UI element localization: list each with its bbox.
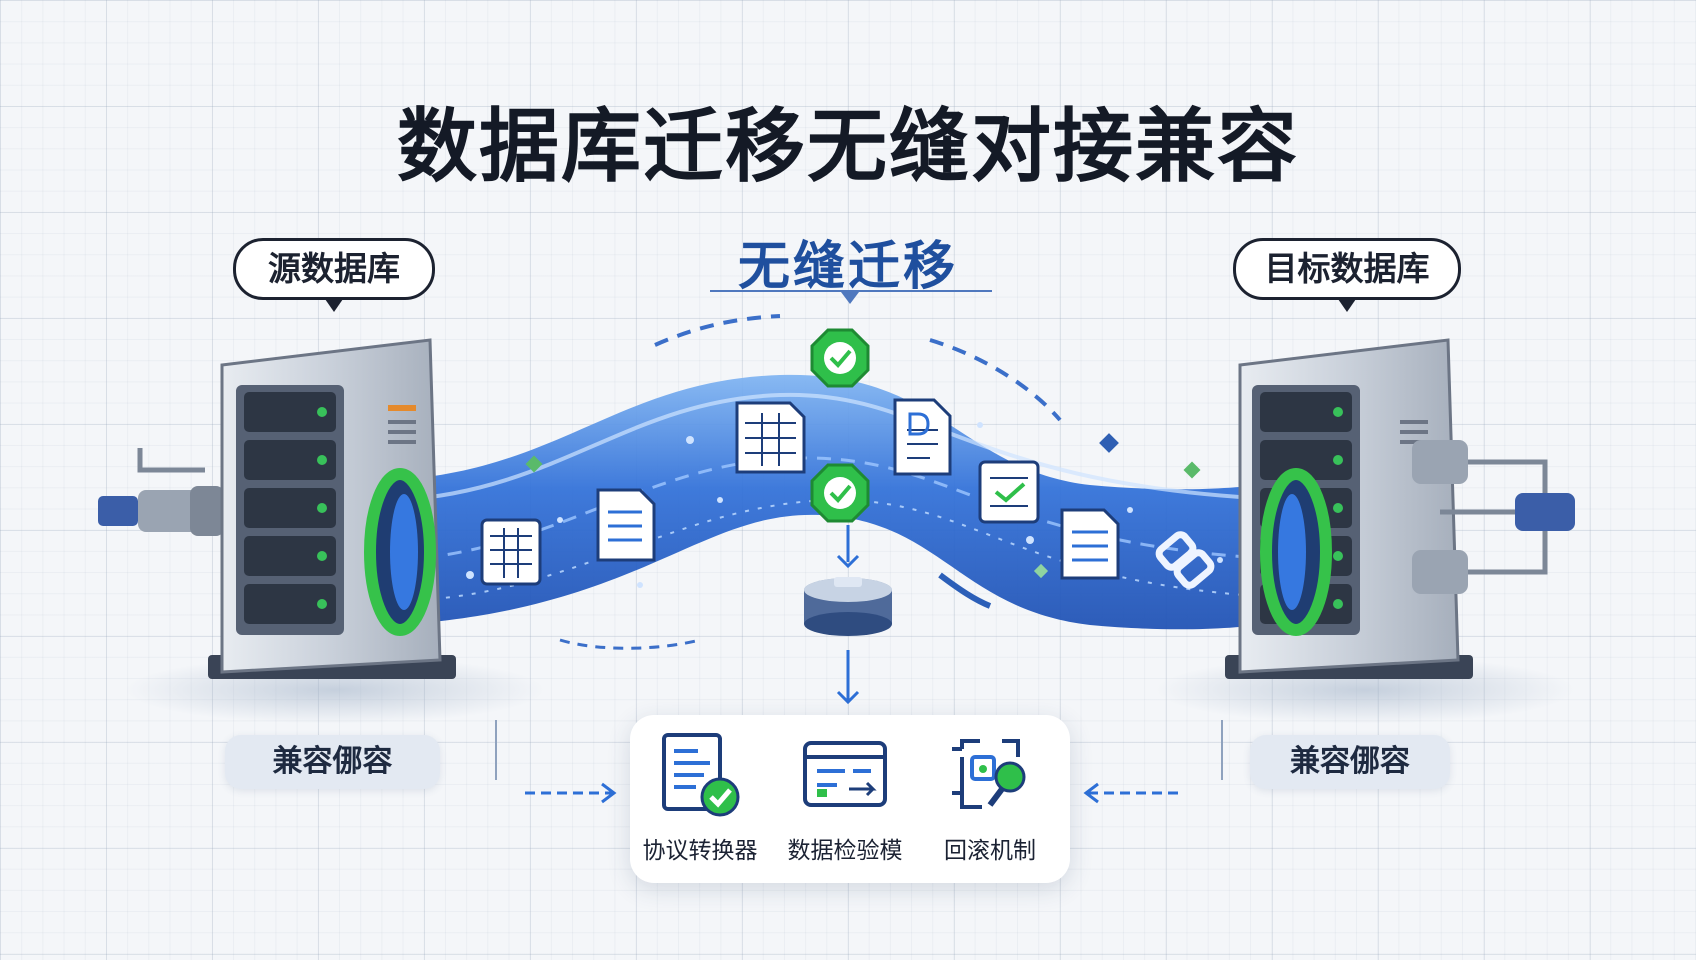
feature-label: 回滚机制 [944, 838, 1036, 864]
check-shield-middle-icon [810, 463, 870, 523]
target-database-bubble: 目标数据库 [1233, 238, 1461, 312]
checklist-doc-icon [978, 460, 1040, 524]
table-doc-icon [735, 401, 806, 474]
feature-label: 协议转换器 [642, 838, 758, 864]
report-doc-icon [1060, 508, 1120, 580]
data-validation-window-icon [803, 741, 887, 807]
flow-arc-lower-right [938, 572, 992, 609]
spreadsheet-doc-icon [480, 518, 542, 586]
source-server [98, 338, 456, 679]
flow-arc-upper-left [654, 314, 781, 347]
source-compat-pill: 兼容㑚容 [225, 735, 440, 789]
feature-rollback: 回滚机制 [920, 727, 1060, 865]
code-doc-icon [893, 398, 952, 476]
seamless-migration-label: 无缝迁移 [737, 237, 958, 297]
feature-label: 数据检验模 [787, 838, 903, 864]
source-database-bubble: 源数据库 [233, 238, 435, 312]
check-shield-top-icon [810, 328, 870, 388]
flow-arc-lower-left [559, 638, 701, 650]
left-arrow-head [601, 782, 617, 804]
flow-label-caret [841, 292, 859, 304]
sparkle-particles [466, 422, 1223, 588]
right-arrow-head [1083, 782, 1099, 804]
target-connector-ring [1260, 468, 1332, 636]
feature-protocol-converter: 协议转换器 [630, 727, 770, 865]
flow-label-underline [710, 290, 992, 292]
source-connector-ring [364, 468, 436, 636]
down-arrow-head [836, 690, 860, 705]
page-title: 数据库迁移无缝对接兼容 [397, 100, 1299, 193]
database-stack-icon [804, 525, 892, 636]
feature-panel: 协议转换器 数据检验模 回滚机制 [630, 715, 1070, 883]
text-doc-icon [596, 488, 656, 562]
target-compat-pill: 兼容㑚容 [1250, 735, 1450, 789]
document-check-icon [662, 733, 740, 817]
feature-data-validation: 数据检验模 [775, 727, 915, 865]
flow-arc-upper-right [929, 338, 1062, 422]
rollback-circuit-icon [952, 739, 1026, 809]
link-chain-icon [1155, 531, 1215, 589]
